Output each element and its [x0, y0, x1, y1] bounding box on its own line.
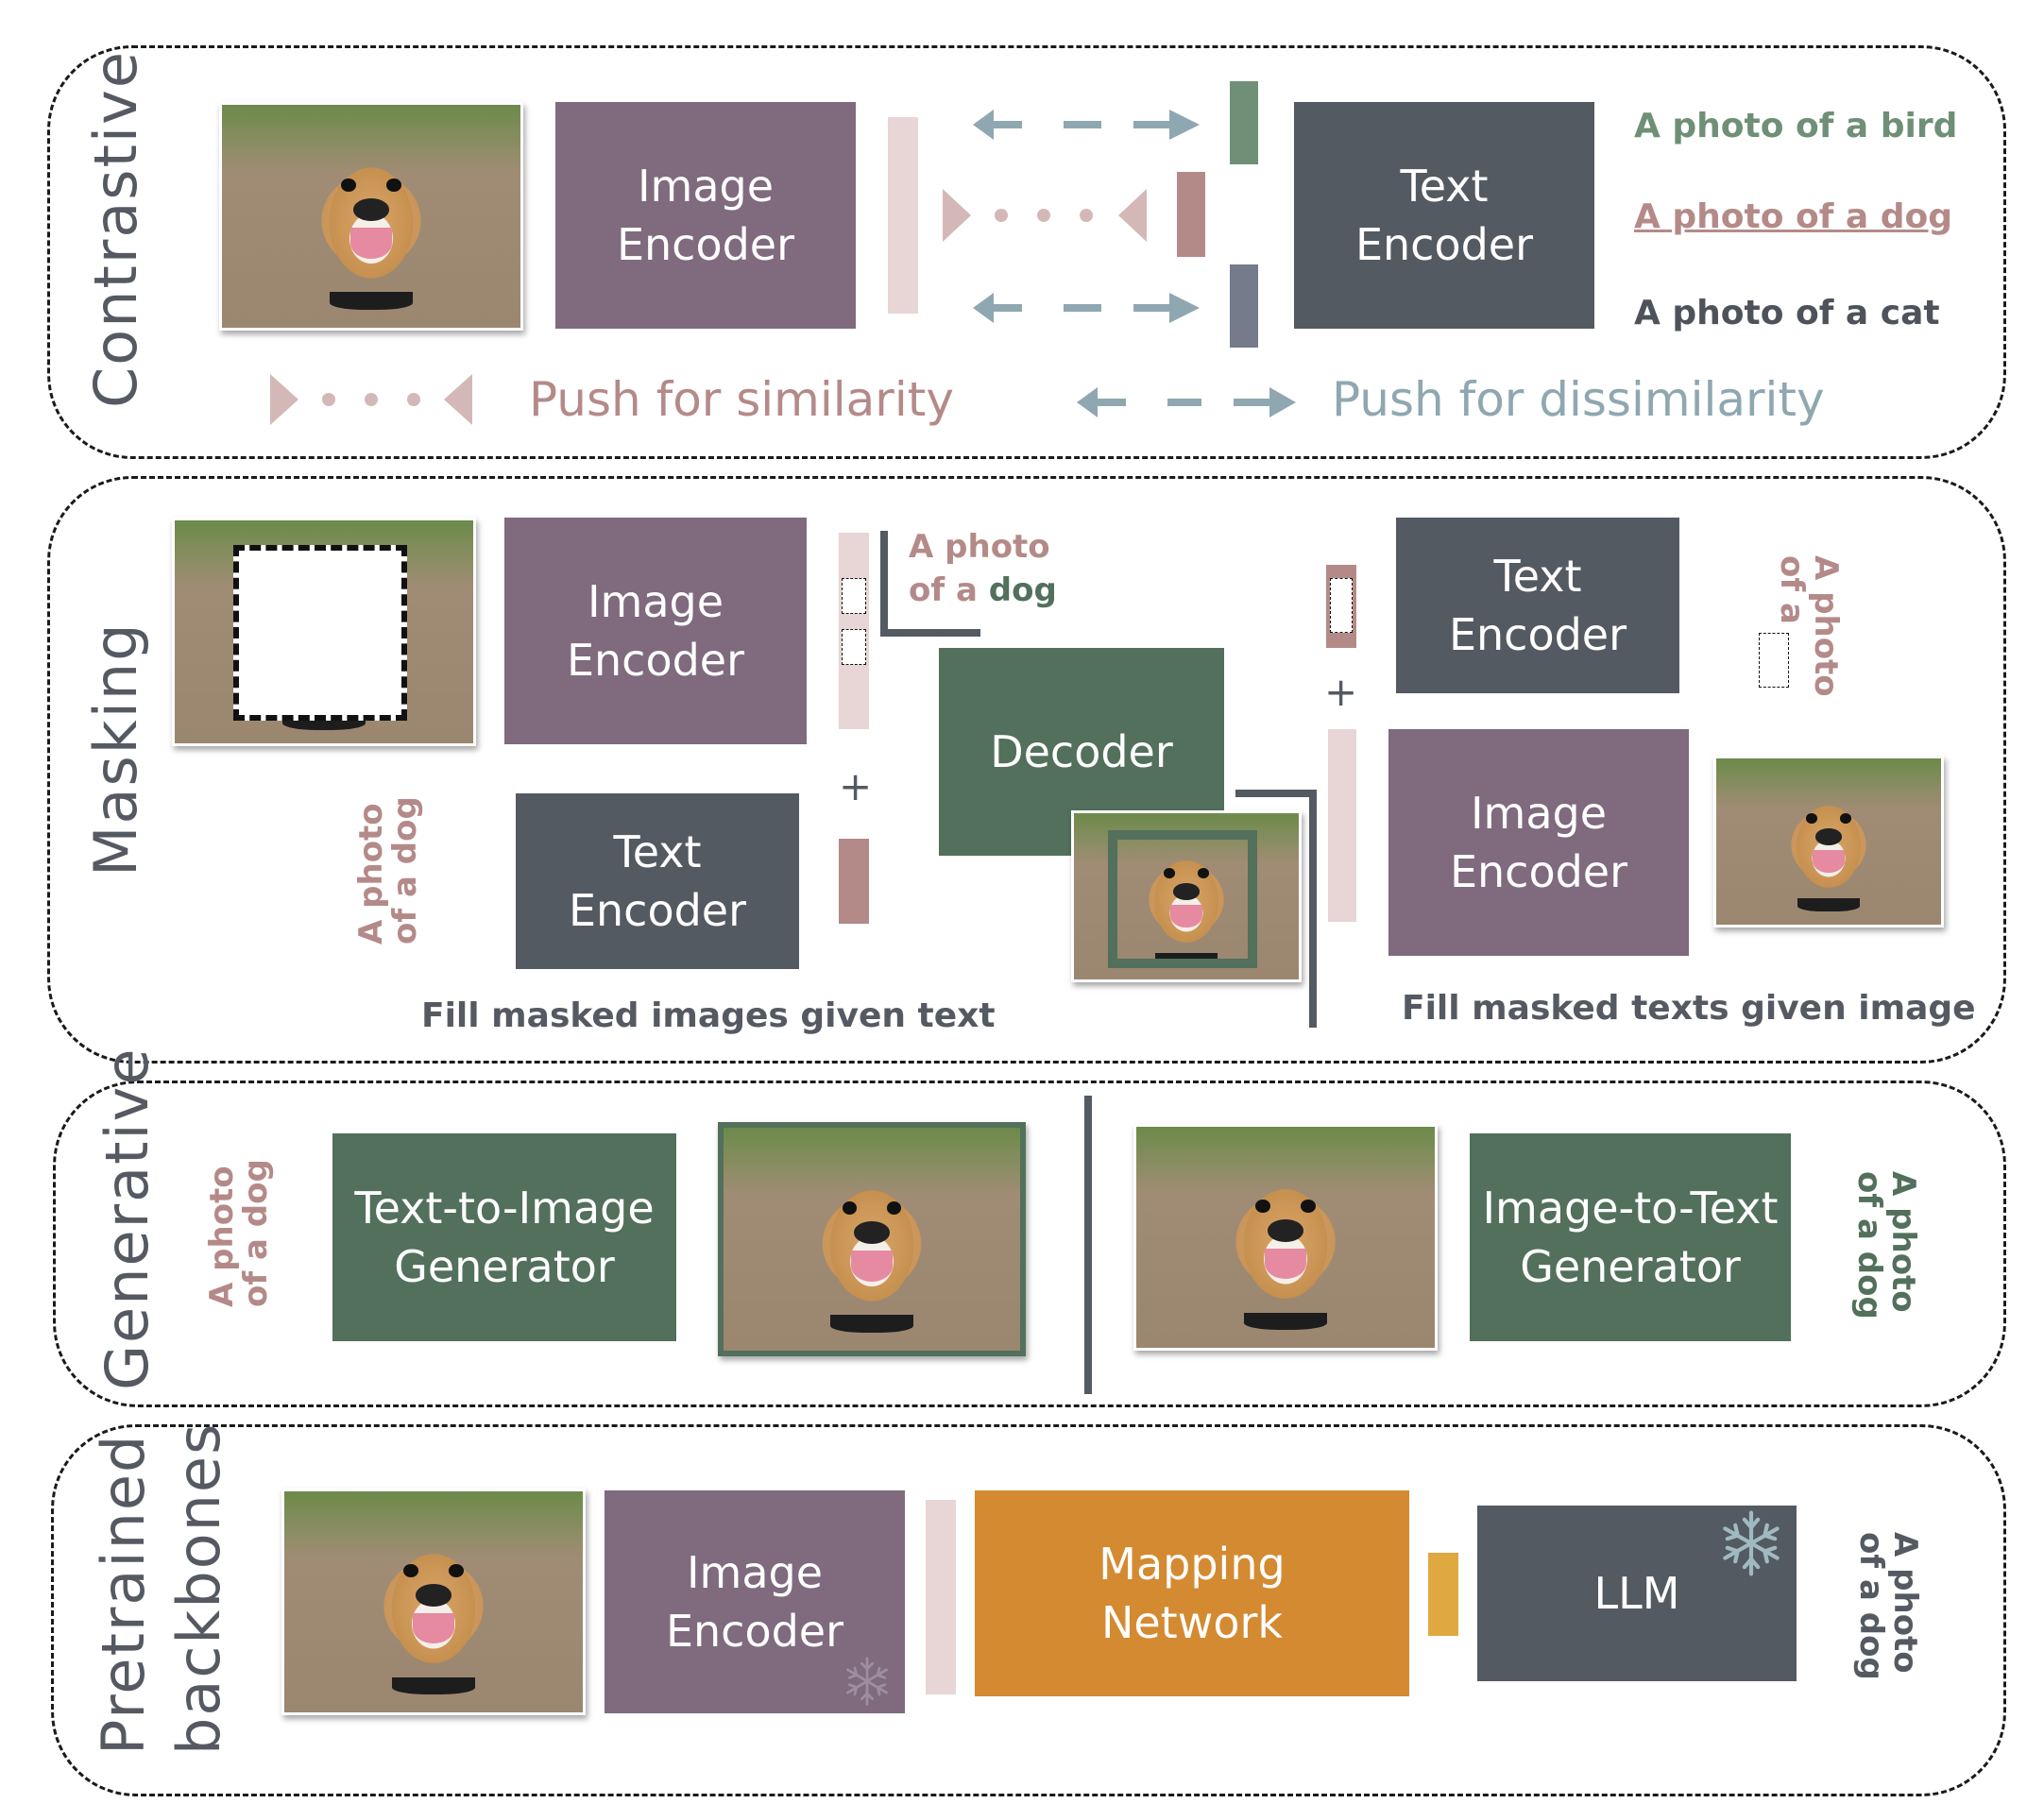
text-embedding-dog — [1177, 172, 1205, 257]
llm: LLM — [1477, 1506, 1797, 1681]
legend-dissimilarity-label: Push for dissimilarity — [1332, 372, 1825, 427]
caption-dog: A photo of a dog — [1634, 197, 1953, 236]
masking-panel — [47, 476, 2006, 1064]
image-embedding-bar — [888, 117, 918, 314]
legend-similarity-icon — [270, 374, 472, 425]
generative-input-dog-photo — [1133, 1124, 1438, 1351]
masked-token-slot — [1330, 578, 1353, 633]
generative-input-text: A photo of a dog — [203, 1159, 275, 1307]
text-to-image-generator: Text-to-Image Generator — [332, 1133, 676, 1341]
output-bracket — [1309, 790, 1317, 1028]
pretrained-image-encoder: Image Encoder — [605, 1490, 905, 1713]
masking-plus-left: + — [839, 763, 873, 809]
image-to-text-generator: Image-to-Text Generator — [1470, 1133, 1791, 1341]
legend-similarity-label: Push for similarity — [529, 372, 954, 427]
pretrained-section-title-line2: backbones — [164, 1421, 233, 1755]
output-bracket — [1235, 790, 1315, 797]
generative-divider — [1084, 1096, 1092, 1394]
caption-bird: A photo of a bird — [1634, 107, 1958, 145]
masked-text-embedding-bar — [1326, 565, 1356, 648]
pretrained-section-title-line1: Pretrained — [89, 1433, 158, 1755]
masked-token-slot — [842, 578, 866, 614]
decoded-text-line2: of a dog — [909, 574, 1057, 606]
contrastive-image-encoder: Image Encoder — [555, 102, 856, 329]
masked-image-embedding-bar — [839, 533, 869, 729]
input-dog-photo — [219, 102, 523, 331]
masked-word-slot — [1759, 633, 1789, 688]
masking-image-encoder-right: Image Encoder — [1388, 729, 1689, 956]
dissimilarity-arrow-bottom — [973, 293, 1200, 323]
masking-image-encoder-left: Image Encoder — [504, 518, 807, 744]
image-embedding-bar-right — [1328, 729, 1356, 922]
text-embedding-bird — [1230, 81, 1258, 164]
legend-dissimilarity-icon — [1077, 387, 1296, 417]
generated-dog-photo — [718, 1122, 1026, 1356]
generative-panel — [53, 1081, 2006, 1407]
caption-fill-masked-texts: Fill masked texts given image — [1402, 989, 1976, 1028]
image-feature-bar — [926, 1500, 956, 1694]
masked-token-slot — [842, 629, 866, 665]
decoded-text-prefix: of a — [909, 571, 989, 609]
contrastive-text-encoder: Text Encoder — [1294, 102, 1594, 329]
masking-plus-right: + — [1324, 669, 1358, 715]
mapped-token-bar — [1428, 1553, 1458, 1636]
caption-cat: A photo of a cat — [1634, 294, 1940, 332]
text-embedding-cat — [1230, 264, 1258, 348]
generative-section-title: Generative — [93, 1047, 162, 1390]
masking-input-text-left: A photo of a dog — [352, 796, 424, 945]
frozen-snowflake-icon — [846, 1657, 888, 1706]
contrastive-section-title: Contrastive — [81, 50, 150, 408]
pretrained-input-dog-photo — [281, 1489, 586, 1715]
decoded-text-line1: A photo — [909, 528, 1050, 566]
masking-text-encoder-right: Text Encoder — [1396, 518, 1679, 693]
masking-section-title: Masking — [81, 621, 150, 876]
mapping-network: Mapping Network — [975, 1490, 1409, 1696]
contrastive-panel — [47, 45, 2006, 459]
masked-dog-photo — [172, 518, 476, 746]
dissimilarity-arrow-top — [973, 110, 1200, 140]
output-bracket — [880, 629, 980, 637]
decoded-text-word: dog — [988, 571, 1057, 609]
pretrained-output-text: A photo of a dog — [1852, 1532, 1924, 1680]
masking-text-encoder-left: Text Encoder — [516, 793, 799, 969]
frozen-snowflake-icon — [1723, 1510, 1780, 1576]
pretrained-panel — [51, 1424, 2006, 1796]
similarity-arrow — [943, 189, 1147, 242]
reconstructed-dog-photo — [1071, 810, 1302, 982]
text-embedding-bar-left — [839, 839, 869, 924]
generative-output-text: A photo of a dog — [1850, 1171, 1922, 1319]
output-bracket — [880, 531, 888, 637]
caption-fill-masked-images: Fill masked images given text — [421, 996, 996, 1035]
input-dog-photo-right — [1713, 756, 1944, 928]
